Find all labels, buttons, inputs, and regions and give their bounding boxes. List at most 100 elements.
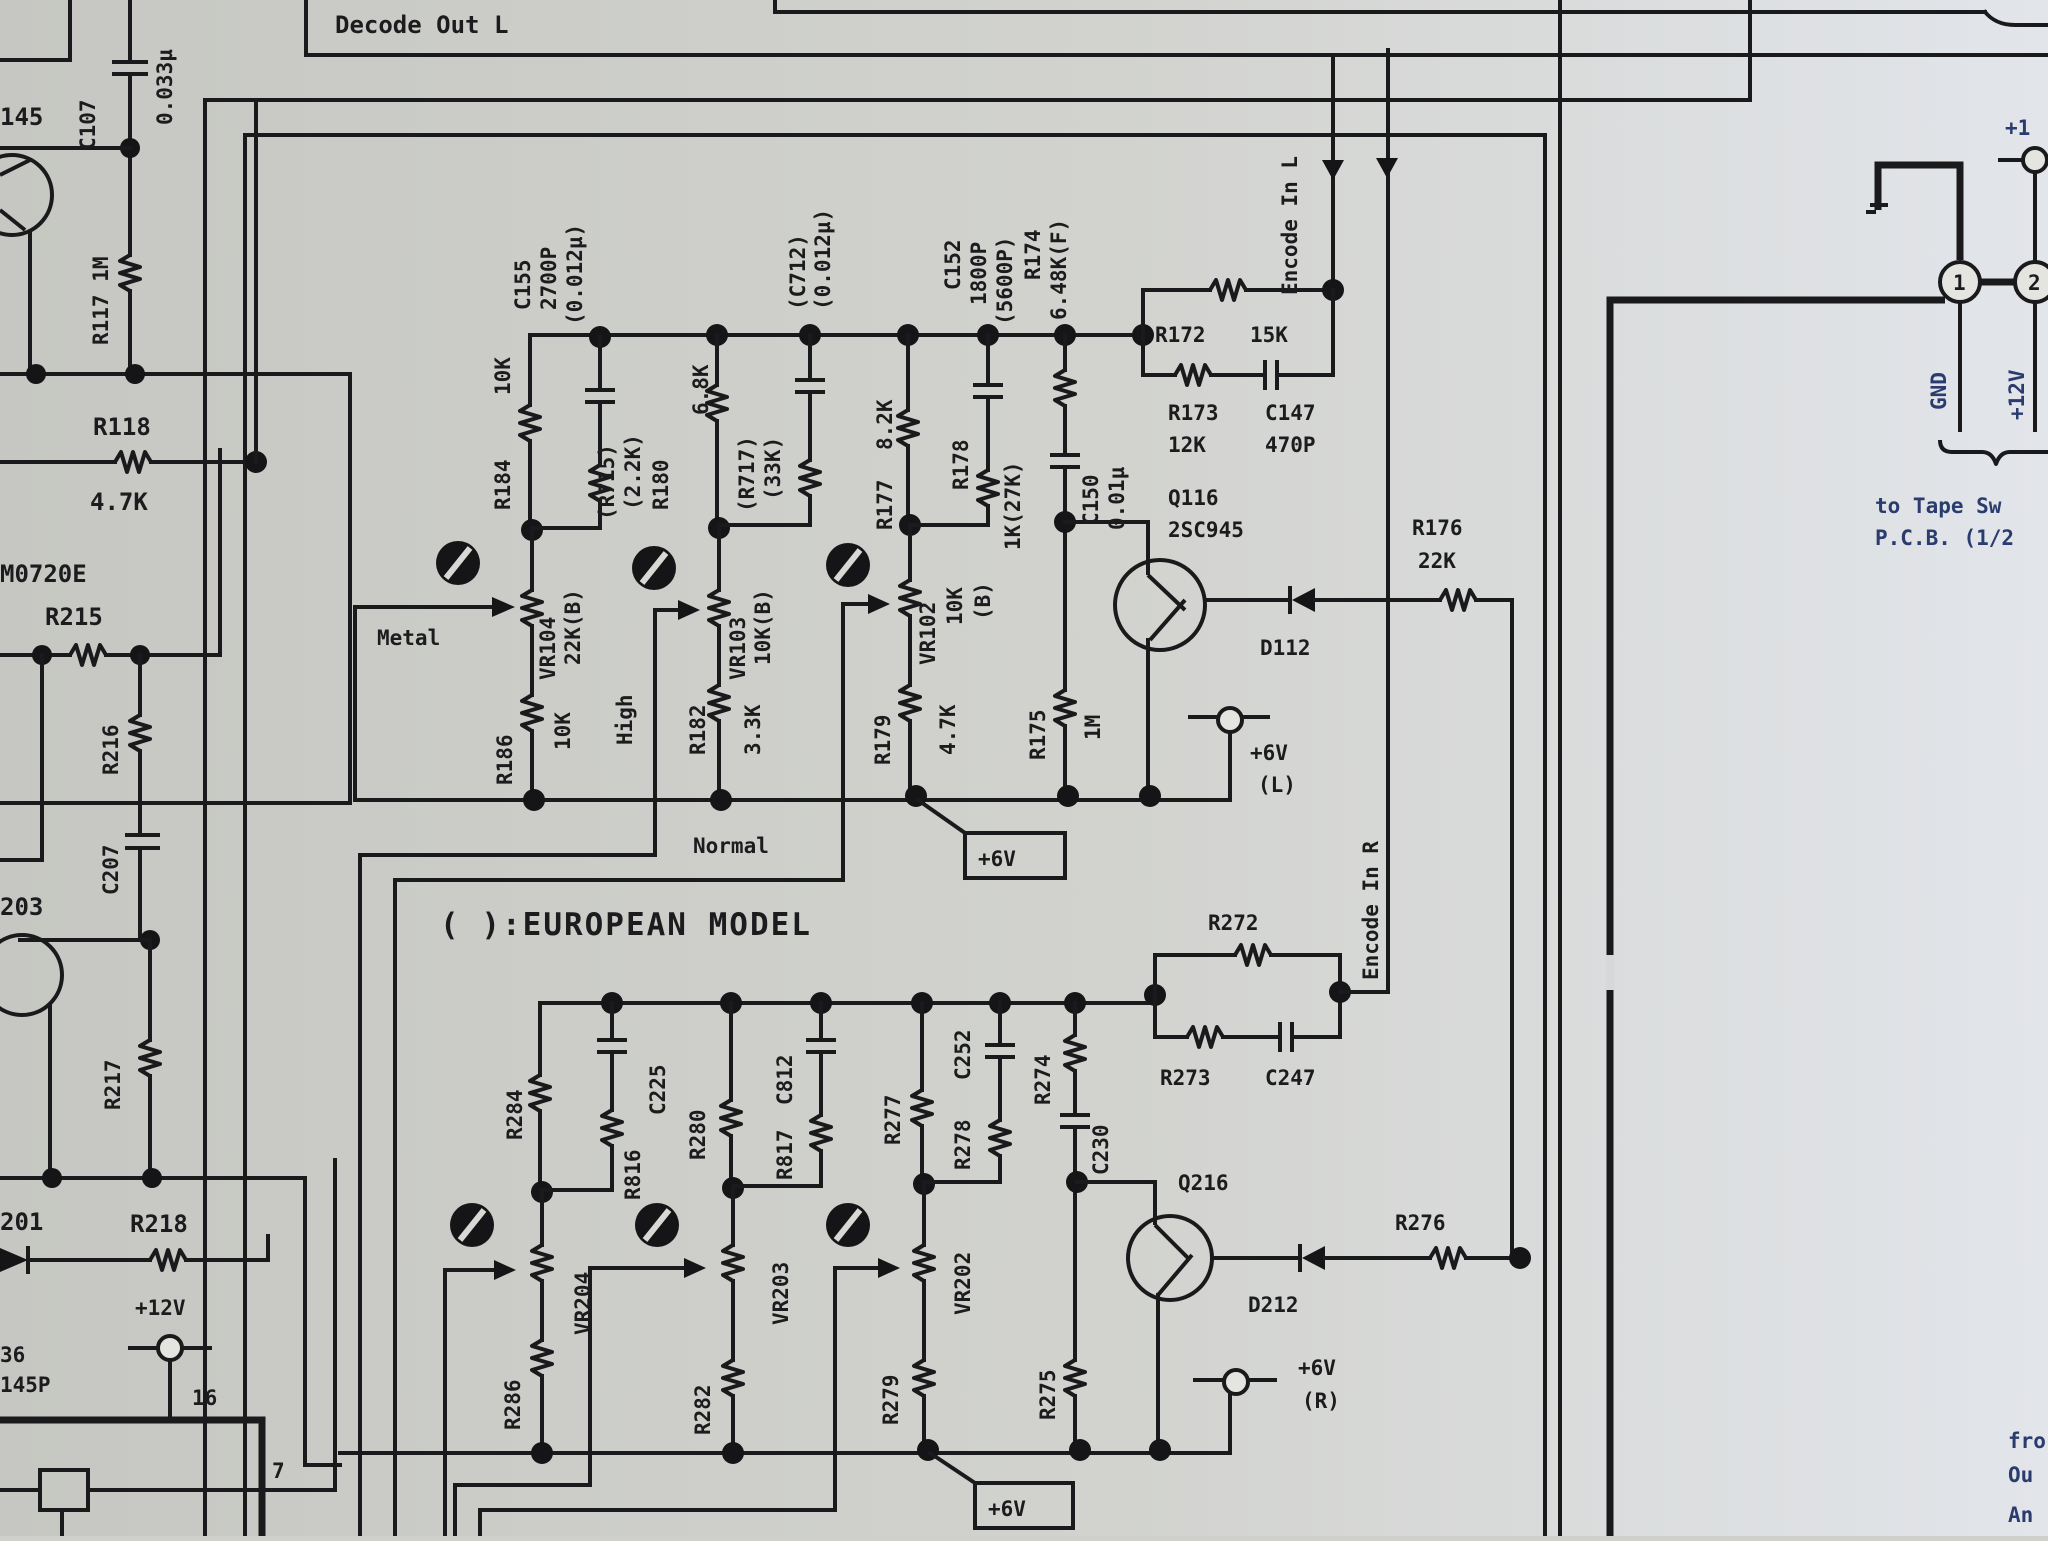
r274-ref: R274 [1031, 1054, 1055, 1105]
r817-ref: R817 [773, 1129, 797, 1180]
bottom-right-line-1: fro [2008, 1429, 2046, 1453]
r118-ref: R118 [93, 413, 151, 441]
pin16-label: 16 [192, 1386, 217, 1410]
d112-ref: D112 [1260, 636, 1311, 660]
r278-ref: R278 [951, 1119, 975, 1170]
c252-ref: C252 [951, 1029, 975, 1080]
diode-icon [1298, 1244, 1325, 1272]
trimmer-icon [436, 541, 480, 585]
r273-ref: R273 [1160, 1066, 1211, 1090]
c247-ref: C247 [1265, 1066, 1316, 1090]
vr103-ref: VR103 [726, 617, 750, 680]
d212-ref: D212 [1248, 1293, 1299, 1317]
r184-value: 10K [491, 357, 515, 395]
trimmer-icon [635, 1203, 679, 1247]
r180-value: 6.8K [689, 364, 713, 415]
r179-ref: R179 [871, 714, 895, 765]
switch-high-label: High [613, 694, 637, 745]
connector-block [1866, 146, 2048, 466]
r174-ref: R174 [1021, 229, 1045, 280]
c225-ref: C225 [646, 1064, 670, 1115]
encode-in-l-label: Encode In L [1278, 156, 1302, 295]
q116-ref: Q116 [1168, 486, 1219, 510]
supply-6v-r-sub: (R) [1302, 1389, 1340, 1413]
q216-ref: Q216 [1178, 1171, 1229, 1195]
vr104-value: 22K(B) [561, 589, 585, 665]
r178-value: 1K(27K) [1001, 461, 1025, 550]
r218-ref: R218 [130, 1210, 188, 1238]
c230-ref: C230 [1089, 1124, 1113, 1175]
r715-value: (2.2K) [621, 434, 645, 510]
r282-ref: R282 [691, 1384, 715, 1435]
r280-ref: R280 [686, 1109, 710, 1160]
r176-value: 22K [1418, 549, 1456, 573]
vr104-ref: VR104 [536, 617, 560, 680]
supply-6v-r-label: +6V [1298, 1356, 1336, 1380]
brace-icon [1938, 439, 2048, 466]
r176-ref: R176 [1412, 516, 1463, 540]
left-partial-circuit [0, 0, 352, 1538]
r279-ref: R279 [879, 1374, 903, 1425]
supply-6v-l-sub: (L) [1258, 773, 1296, 797]
r717-value: (33K) [761, 437, 785, 500]
r216-ref: R216 [99, 724, 123, 775]
ground-icon [1866, 203, 1888, 214]
r277-ref: R277 [881, 1094, 905, 1145]
c150-ref: C150 [1079, 474, 1103, 525]
r186-value: 10K [551, 712, 575, 750]
c712-value: (0.012µ) [811, 209, 835, 310]
c147-ref: C147 [1265, 401, 1316, 425]
bottom-right-line-2: Ou [2008, 1463, 2033, 1487]
switch-normal-label: Normal [693, 834, 769, 858]
r272-ref: R272 [1208, 911, 1259, 935]
supply-6v-l-box: +6V [978, 847, 1016, 871]
r175-ref: R175 [1026, 709, 1050, 760]
vr102-value: 10K [943, 587, 967, 625]
arrow-down-icon [1322, 160, 1344, 180]
r182-value: 3.3K [741, 704, 765, 755]
arrow-down-icon [1376, 158, 1398, 178]
c152-alt: (5600P) [993, 236, 1017, 325]
encode-in-r-label: Encode In R [1359, 841, 1383, 980]
r186-ref: R186 [493, 734, 517, 785]
supply-6v-l-label: +6V [1250, 741, 1288, 765]
destination-line-2: P.C.B. (1/2 [1875, 526, 2014, 550]
supply-6v-r-box: +6V [988, 1497, 1026, 1521]
trimmer-icon [826, 1203, 870, 1247]
r286-ref: R286 [501, 1379, 525, 1430]
r215-ref: R215 [45, 603, 103, 631]
q145-label: 145 [0, 103, 43, 131]
r178-ref: R178 [949, 439, 973, 490]
pin7-label: 7 [272, 1459, 285, 1483]
c812-ref: C812 [773, 1054, 797, 1105]
c207-ref: C207 [99, 844, 123, 895]
c712-ref: (C712) [786, 234, 810, 310]
trimmer-icon [450, 1203, 494, 1247]
d201-label: 201 [0, 1208, 43, 1236]
r172-value: 15K [1250, 323, 1288, 347]
r284-ref: R284 [503, 1089, 527, 1140]
vr203-ref: VR203 [769, 1262, 793, 1325]
c147-value: 470P [1265, 433, 1316, 457]
r276-ref: R276 [1395, 1211, 1446, 1235]
plus12v-connector-label: +12V [2005, 369, 2029, 420]
diode-icon [1288, 586, 1315, 614]
pin-1-label: 1 [1953, 271, 1966, 295]
c155-value: 2700P [537, 247, 561, 310]
plus12v-label: +12V [135, 1296, 186, 1320]
transistor-icon [1113, 558, 1207, 652]
r182-ref: R182 [686, 704, 710, 755]
r177-ref: R177 [873, 479, 897, 530]
labels: Decode Out L C107 0.033µ 145 R117 1M R11… [0, 11, 2046, 1527]
trimmer-icon [632, 546, 676, 590]
c150-value: 0.01µ [1105, 466, 1129, 530]
switch-metal-label: Metal [377, 626, 440, 650]
european-model-note: ( ):EUROPEAN MODEL [440, 907, 812, 943]
c152-value: 1800P [967, 242, 991, 305]
r174-value: 6.48K(F) [1047, 219, 1071, 320]
r217-ref: R217 [101, 1059, 125, 1110]
trimmer-icon [826, 543, 870, 587]
right-channel-circuit [338, 943, 1531, 1538]
